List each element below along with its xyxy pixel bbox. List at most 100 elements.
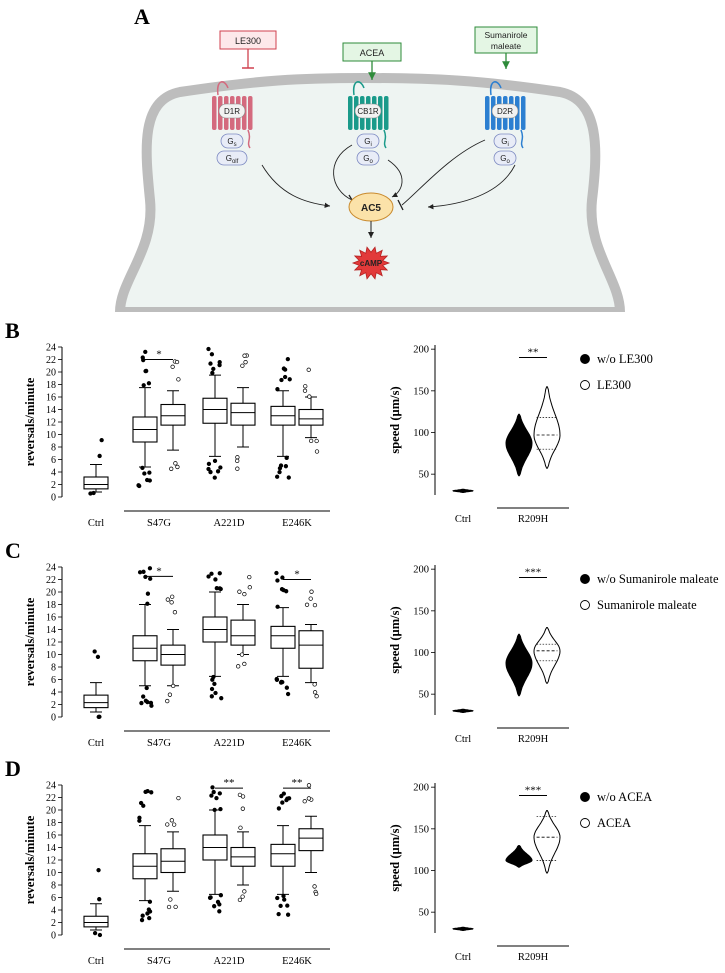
outlier-point xyxy=(312,690,318,695)
y-axis-label: speed (µm/s) xyxy=(388,386,402,453)
outlier-point xyxy=(215,469,221,474)
group-label: E246K xyxy=(282,956,312,967)
y-tick-label: 2 xyxy=(51,918,56,929)
box-e246k-untreated xyxy=(270,570,296,697)
outlier-point xyxy=(169,818,175,823)
outlier-point xyxy=(166,904,172,910)
y-tick-label: 20 xyxy=(46,588,56,599)
outlier-point xyxy=(137,818,142,823)
camp-burst: cAMP xyxy=(351,246,391,280)
panel-label-a: A xyxy=(134,4,150,29)
violin-r209h-treated xyxy=(533,810,561,874)
g-protein xyxy=(356,133,380,149)
outlier-point xyxy=(145,591,151,596)
outlier-point xyxy=(284,455,289,460)
group-label: A221D xyxy=(214,956,245,967)
y-tick-label: 24 xyxy=(46,563,56,574)
outlier-point xyxy=(281,791,286,796)
outlier-point xyxy=(142,471,147,476)
outlier-point xyxy=(95,654,101,660)
outlier-point xyxy=(282,374,288,380)
y-tick-label: 16 xyxy=(46,393,56,404)
y-tick-label: 50 xyxy=(419,690,430,701)
outlier-point xyxy=(211,674,216,680)
outlier-point xyxy=(149,703,154,708)
outlier-point xyxy=(148,576,153,581)
group-label: Ctrl xyxy=(88,956,104,967)
outlier-point xyxy=(140,913,145,918)
outlier-point xyxy=(207,895,213,900)
group-label: R209H xyxy=(518,734,549,745)
outlier-point xyxy=(176,795,181,801)
box-ctrl-untreated xyxy=(83,437,109,496)
outlier-point xyxy=(147,899,153,904)
outlier-point xyxy=(279,587,285,592)
outlier-point xyxy=(91,490,96,496)
box-a221d-treated xyxy=(230,792,256,903)
outlier-point xyxy=(281,893,286,899)
enzyme-ac5-label: AC5 xyxy=(361,203,381,214)
outlier-point xyxy=(275,895,280,901)
y-tick-label: 150 xyxy=(413,606,429,617)
y-tick-label: 4 xyxy=(51,688,56,699)
y-tick-label: 0 xyxy=(51,713,56,724)
outlier-point xyxy=(209,694,214,699)
outlier-point xyxy=(213,690,218,696)
violin-r209h-untreated xyxy=(505,845,533,868)
box-s47g-untreated xyxy=(132,566,158,708)
y-axis-label: reversals/minute xyxy=(23,597,37,686)
outlier-point xyxy=(211,789,216,795)
y-tick-label: 22 xyxy=(46,575,56,586)
box-a221d-treated xyxy=(230,353,256,471)
drug-sumanirole-label-2: maleate xyxy=(491,41,522,51)
outlier-point xyxy=(240,806,245,811)
outlier-point xyxy=(275,387,280,392)
group-label: S47G xyxy=(147,738,171,749)
outlier-point xyxy=(215,899,221,905)
y-tick-label: 14 xyxy=(46,843,56,854)
outlier-point xyxy=(146,907,151,912)
outlier-point xyxy=(210,785,215,790)
box-a221d-untreated xyxy=(202,785,228,914)
outlier-point xyxy=(149,790,154,795)
group-label: E246K xyxy=(282,518,312,529)
y-tick-label: 0 xyxy=(51,931,56,942)
outlier-point xyxy=(212,904,217,909)
outlier-point xyxy=(141,357,146,363)
receptor-label: D1R xyxy=(224,107,240,116)
group-label: Ctrl xyxy=(455,514,471,525)
outlier-point xyxy=(235,455,240,460)
outlier-point xyxy=(242,661,247,667)
outlier-point xyxy=(236,664,241,669)
outlier-point xyxy=(285,912,291,917)
legend-label: Sumanirole maleate xyxy=(597,598,697,612)
violin-r209h-untreated xyxy=(505,413,533,477)
group-label: R209H xyxy=(518,952,549,963)
y-tick-label: 24 xyxy=(46,781,56,792)
g-protein xyxy=(493,150,517,166)
drug-acea: ACEA xyxy=(342,42,402,80)
outlier-point xyxy=(209,352,215,357)
significance-label: ** xyxy=(224,777,235,789)
box-s47g-untreated xyxy=(132,349,158,489)
y-tick-label: 150 xyxy=(413,824,429,835)
outlier-point xyxy=(137,483,142,489)
y-tick-label: 12 xyxy=(46,418,56,429)
outlier-point xyxy=(235,458,240,463)
outlier-point xyxy=(275,578,280,583)
outlier-point xyxy=(304,602,310,607)
drug-acea-label: ACEA xyxy=(360,48,385,58)
group-label: S47G xyxy=(147,518,171,529)
outlier-point xyxy=(146,381,152,386)
group-label: E246K xyxy=(282,738,312,749)
y-tick-label: 20 xyxy=(46,368,56,379)
outlier-point xyxy=(140,465,145,471)
g-protein-label: Gs xyxy=(227,137,236,148)
outlier-point xyxy=(284,685,290,690)
box-e246k-untreated xyxy=(270,357,296,480)
signaling-diagram: LE300 ACEA Sumanirole maleate D1RGsGolfC… xyxy=(114,26,626,312)
box-a221d-untreated xyxy=(202,571,228,701)
outlier-point xyxy=(172,610,178,615)
